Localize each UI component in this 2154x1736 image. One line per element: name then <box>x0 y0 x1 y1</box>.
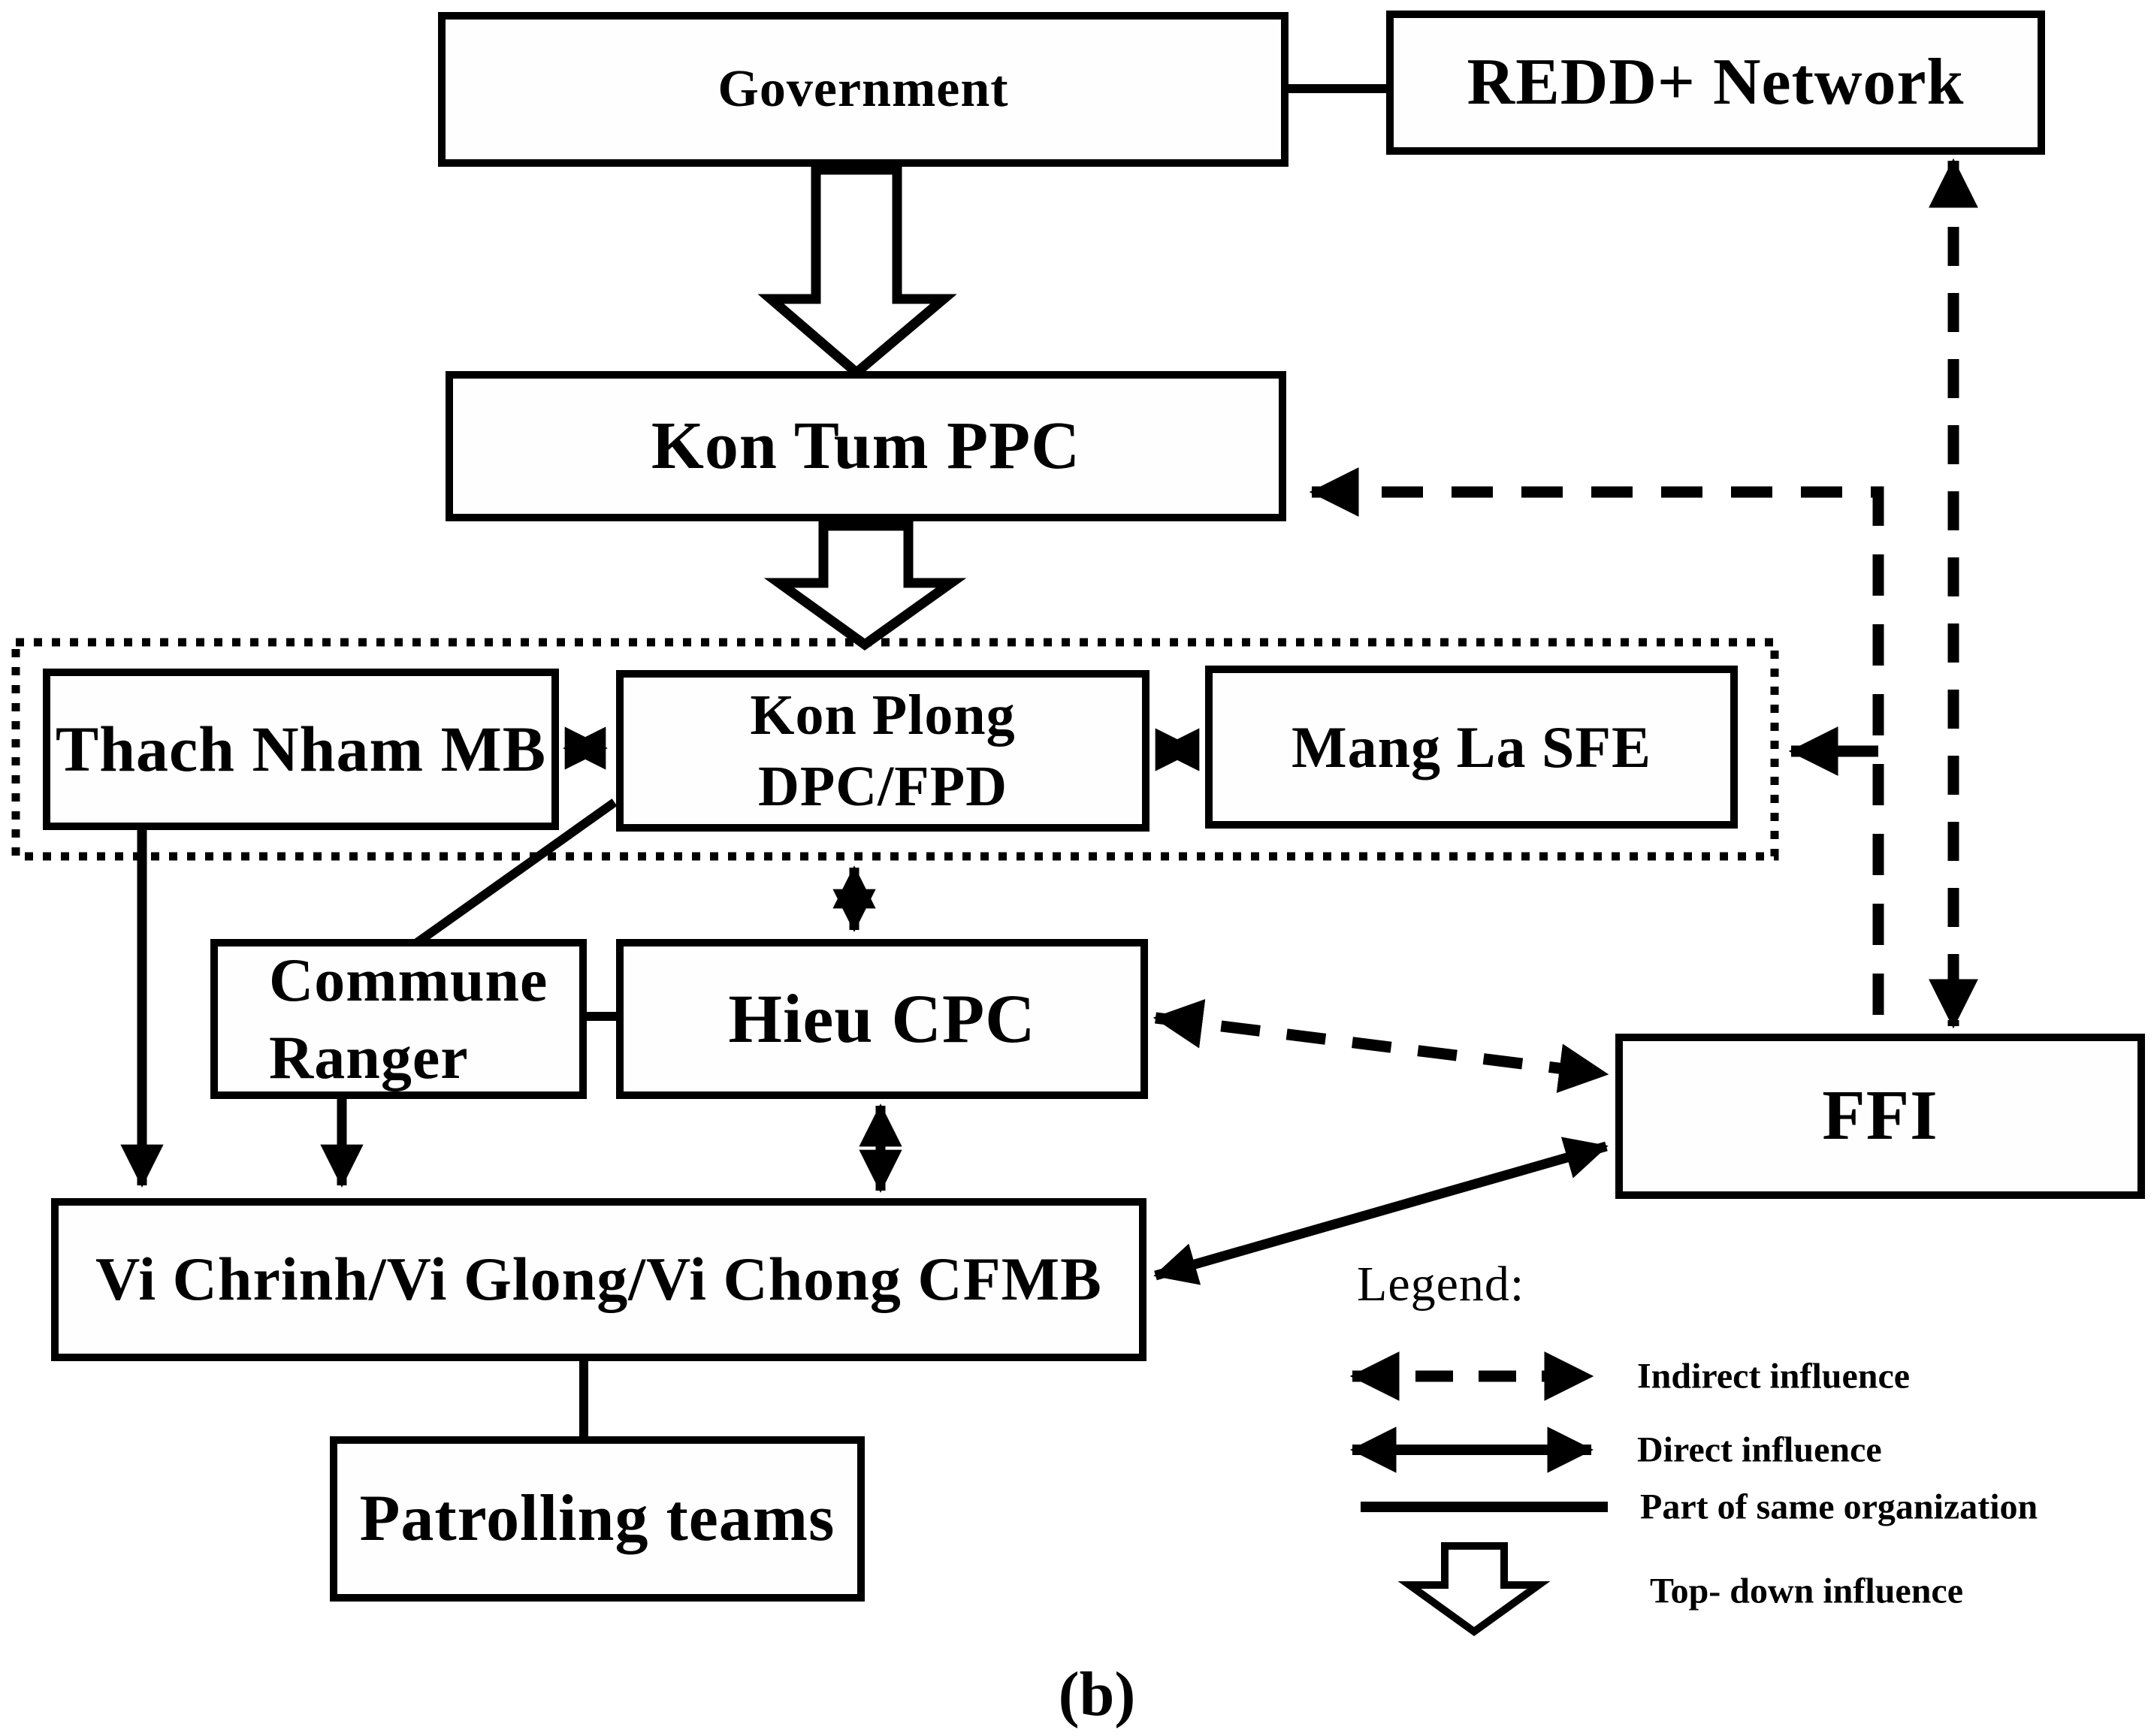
arrow-cfmb-ffi <box>1153 1137 1609 1285</box>
dotted-district-boundary <box>11 638 1779 861</box>
node-kon-tum-ppc-label: Kon Tum PPC <box>651 408 1081 483</box>
node-patrolling-teams-label: Patrolling teams <box>359 1482 835 1555</box>
node-kon-plong-line1: Kon Plong <box>750 683 1016 747</box>
block-arrow-government-kontum <box>757 165 957 379</box>
node-kon-tum-ppc: Kon Tum PPC <box>446 371 1286 521</box>
node-commune-ranger: Commune Ranger <box>210 939 587 1099</box>
node-thach-nham-mb: Thach Nham MB <box>43 669 559 830</box>
block-arrow-kontum-district <box>763 521 967 651</box>
legend-item-part-of-same-organization: Part of same organization <box>1640 1487 2038 1527</box>
node-government: Government <box>438 12 1288 167</box>
node-patrolling-teams: Patrolling teams <box>330 1436 865 1602</box>
node-mang-la-sfe-label: Mang La SFE <box>1291 714 1652 780</box>
node-ffi-label: FFI <box>1822 1076 1938 1155</box>
node-government-label: Government <box>717 60 1009 119</box>
node-hieu-cpc: Hieu CPC <box>616 939 1148 1099</box>
node-kon-plong-line2: DPC/FPD <box>757 754 1008 818</box>
dashed-arrow-hieu-ffi <box>1153 999 1609 1093</box>
node-hieu-cpc-label: Hieu CPC <box>728 980 1036 1057</box>
line-konplong-commune <box>412 799 618 948</box>
legend-title: Legend: <box>1357 1257 1525 1312</box>
node-commune-ranger-line1: Commune <box>269 946 548 1014</box>
node-vi-cfmb: Vi Chrinh/Vi Glong/Vi Chong CFMB <box>51 1198 1146 1361</box>
node-commune-ranger-line2: Ranger <box>269 1022 469 1091</box>
legend-item-top-down-influence: Top- down influence <box>1650 1571 1963 1611</box>
node-mang-la-sfe: Mang La SFE <box>1205 666 1738 829</box>
node-redd-network-label: REDD+ Network <box>1467 46 1965 119</box>
node-thach-nham-mb-label: Thach Nham MB <box>55 712 547 785</box>
legend-item-direct-influence: Direct influence <box>1637 1430 1882 1470</box>
node-vi-cfmb-label: Vi Chrinh/Vi Glong/Vi Chong CFMB <box>95 1245 1102 1314</box>
node-ffi: FFI <box>1615 1034 2145 1199</box>
legend-block-arrow-down-icon <box>1397 1542 1551 1637</box>
legend-item-indirect-influence: Indirect influence <box>1637 1356 1911 1396</box>
node-kon-plong-dpc-fpd: Kon Plong DPC/FPD <box>616 670 1150 832</box>
dashed-arrow-ffi-kontum <box>1309 466 1884 1031</box>
figure-caption: (b) <box>1058 1659 1136 1729</box>
node-redd-network: REDD+ Network <box>1386 11 2045 155</box>
